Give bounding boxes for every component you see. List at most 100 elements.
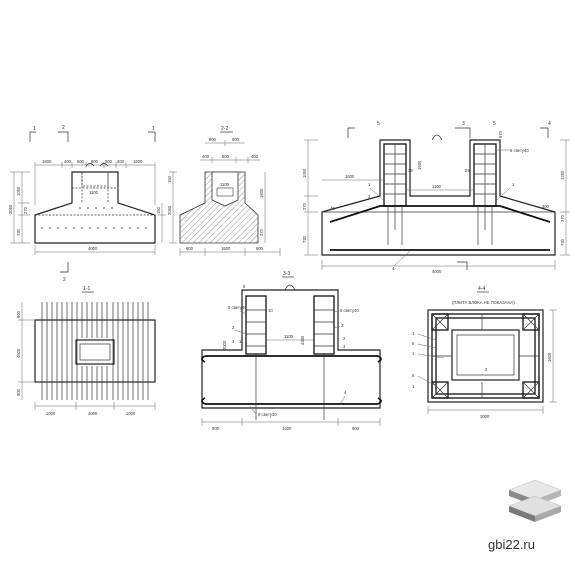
- plan-dim-900-top: 900: [16, 310, 21, 318]
- sec33-outline: [201, 289, 381, 409]
- front-dim-730: 730: [16, 228, 21, 236]
- front-dim-2050: 2050: [8, 204, 13, 214]
- front-foundation-body: 1100: [34, 163, 156, 244]
- big-rebar-cages: [329, 143, 551, 251]
- sec33-label-10: 10: [268, 308, 273, 313]
- sec22-side-dimensions: 150 2050 1930 270: [167, 171, 266, 244]
- big-dim-1250: 1250: [560, 170, 565, 180]
- sec33-label-2-right-b: 2: [343, 336, 346, 341]
- big-label-1-right: 1: [512, 182, 515, 187]
- front-dim-500-left: 500: [77, 159, 85, 164]
- stacked-slabs-icon: [508, 479, 562, 522]
- sec44-dim-2000: 2000: [480, 414, 490, 419]
- big-dim-270-right: 270: [560, 214, 565, 222]
- front-dim-1600-right: 1600: [133, 159, 143, 164]
- sec22-dim-800-b: 800: [232, 137, 240, 142]
- svg-text:1: 1: [152, 126, 155, 132]
- front-bottom-dimension: 4000: [34, 245, 156, 255]
- big-dim-40: 40: [330, 206, 335, 211]
- section-marker-2-bottom: 2: [60, 262, 69, 283]
- lifting-loop-icon: [431, 134, 443, 141]
- sec33-label-2-right-a: 2: [341, 323, 344, 328]
- front-dim-150-right: 150: [156, 206, 161, 214]
- front-dim-400-right: 400: [117, 159, 125, 164]
- plan-1-1-title: 1-1: [83, 286, 90, 292]
- big-dim-39: 39: [408, 168, 413, 173]
- sec33-inner-dimensions: 1100 4330 2000: [222, 334, 314, 350]
- sec33-callouts: 5 8 свету40 2 3 1 2 10 8 свету40 2 3 4 8…: [228, 284, 359, 417]
- plan-bottom-dimensions: 1000 2000 1000: [34, 402, 156, 416]
- sec33-dim-1100: 1100: [284, 334, 294, 339]
- big-label-4: 4: [392, 266, 395, 271]
- big-dim-1100: 1100: [432, 184, 442, 189]
- front-dim-270: 270: [23, 206, 28, 214]
- svg-text:4: 4: [548, 121, 551, 127]
- sec33-label-spacing-left: 8 свету40: [228, 305, 247, 310]
- plan-dim-4600: 4600: [16, 348, 21, 358]
- sec33-label-3-right: 3: [343, 344, 346, 349]
- sec22-top-dimensions: 800 800 400 800 400: [200, 137, 260, 163]
- big-inner-dimensions: 1600 1100 39 1930 25 40 570 400: [322, 130, 550, 211]
- big-dim-25: 25: [465, 168, 470, 173]
- sec22-dim-1930: 1930: [259, 188, 264, 198]
- sec33-label-spacing-right: 8 свету40: [340, 308, 359, 313]
- section-marker-2-top: 2: [58, 125, 69, 142]
- plan-left-dimensions: 900 4600 900: [16, 302, 34, 400]
- sec33-label-2-left: 2: [232, 325, 235, 330]
- big-label-3: 3: [368, 194, 371, 199]
- plan-dim-1000-left: 1000: [46, 411, 56, 416]
- sec33-label-3-left: 3: [232, 339, 235, 344]
- plan-dim-1000-right: 1000: [126, 411, 136, 416]
- svg-text:2: 2: [63, 277, 66, 283]
- sec22-dim-900-left: 900: [186, 246, 194, 251]
- sec44-label-6: 6: [412, 373, 415, 378]
- sec33-dim-4330: 4330: [300, 335, 305, 345]
- site-watermark[interactable]: gbi22.ru: [488, 537, 535, 552]
- sec22-body: 1100: [179, 171, 259, 244]
- big-section-markers: 5 3 5 4: [347, 121, 551, 270]
- big-bottom-dimension: 4000: [321, 260, 556, 274]
- sec33-dim-1600: 1600: [282, 426, 292, 431]
- sec33-label-1: 1: [239, 339, 242, 344]
- big-body-outline: [321, 139, 556, 256]
- sec22-dim-270: 270: [259, 228, 264, 236]
- section-marker-1-top-left: 1: [29, 126, 36, 142]
- sec22-dim-800-c: 800: [222, 154, 230, 159]
- plan-dim-2000: 2000: [88, 411, 98, 416]
- plan-rebar-lines: [41, 302, 149, 400]
- sec44-rebar: [431, 313, 540, 399]
- front-elevation-view: 1 2 1 2 1600 400 500 800: [8, 125, 166, 283]
- sec44-label-1-a: 1: [412, 331, 415, 336]
- big-dim-730-left: 730: [302, 235, 307, 243]
- big-left-dimensions: 1050 270 730: [302, 139, 318, 256]
- big-dim-1600: 1600: [345, 174, 355, 179]
- sec33-lifting-loop-icon: [284, 284, 296, 291]
- svg-text:3: 3: [462, 121, 465, 127]
- sec33-label-spacing-bottom: 8 свету30: [258, 412, 277, 417]
- sec33-bottom-dimensions: 900 1600 900: [201, 418, 381, 431]
- section-4-4-title: 4-4: [478, 286, 485, 292]
- svg-text:1: 1: [33, 126, 36, 132]
- sec33-label-4: 4: [344, 390, 347, 395]
- big-dim-270-left: 270: [302, 202, 307, 210]
- big-dim-4000: 4000: [432, 269, 442, 274]
- sec44-dim-1600: 1600: [547, 352, 552, 362]
- section-2-2-title: 2-2: [221, 126, 228, 132]
- big-dim-1930: 1930: [417, 160, 422, 170]
- sec33-label-5: 5: [243, 284, 246, 289]
- big-right-dimensions: 1250 270 730: [560, 139, 570, 256]
- plan-slab-outline: [34, 319, 156, 383]
- front-dim-400-left: 400: [64, 159, 72, 164]
- sec33-dim-900-left: 900: [212, 426, 220, 431]
- front-dim-1600-left: 1600: [42, 159, 52, 164]
- front-rebar-dots: [41, 207, 147, 229]
- svg-text:2: 2: [62, 125, 65, 131]
- plan-opening: [75, 339, 115, 365]
- front-dim-4000: 4000: [88, 246, 98, 251]
- sec22-dim-900-right: 900: [256, 246, 264, 251]
- section-2-2-view: 2-2 800 800 400 800 400 1100 150: [167, 126, 281, 256]
- front-dim-800: 800: [91, 159, 99, 164]
- section-3-3-title: 3-3: [283, 271, 290, 277]
- big-label-1-left: 1: [368, 182, 371, 187]
